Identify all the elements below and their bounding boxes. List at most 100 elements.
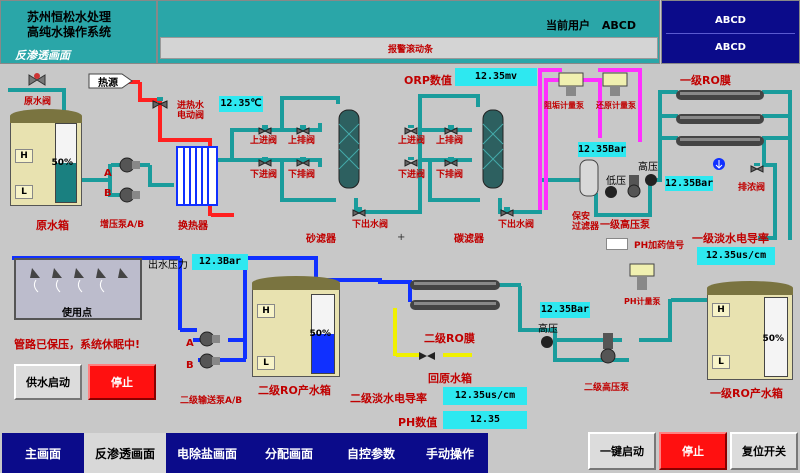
- ro1-membrane-1: [676, 86, 764, 100]
- carbon-up-in-valve-icon[interactable]: [404, 122, 418, 135]
- inlet-electric-valve-label: 进热水 电动阀: [177, 101, 205, 121]
- inlet-electric-valve-icon[interactable]: [152, 96, 168, 110]
- ro2-membrane-label: 二级RO膜: [424, 332, 475, 345]
- ro2-tank-label: 二级RO产水箱: [258, 384, 331, 397]
- booster-b-tag: B: [104, 188, 112, 199]
- reset-button[interactable]: 复位开关: [730, 432, 798, 470]
- nav-manual[interactable]: 手动操作: [412, 433, 488, 473]
- security-filter-vessel: [578, 158, 600, 198]
- ro2-hp-pump-icon[interactable]: [598, 332, 618, 364]
- crosshair-icon: +: [397, 232, 406, 243]
- sand-down-out-valve-icon[interactable]: [296, 154, 310, 167]
- ro1-hp-pump-label: 一级高压泵: [600, 220, 650, 231]
- carbon-down-out-valve-icon[interactable]: [444, 154, 458, 167]
- outlet-pressure-label: 出水压力: [148, 260, 188, 271]
- carbon-up-out-valve-icon[interactable]: [444, 122, 458, 135]
- heat-exchanger: [176, 146, 218, 206]
- raw-tank-level-fill: [56, 163, 76, 202]
- ph-dosing-pump-icon[interactable]: [628, 262, 656, 292]
- app-title-line2: 高纯水操作系统: [27, 25, 112, 39]
- ro2-product-tank: H L 50%: [252, 276, 340, 377]
- temp-value: 12.35℃: [219, 96, 263, 112]
- booster-pump-a-icon[interactable]: [118, 156, 140, 174]
- carbon-down-in-valve-icon[interactable]: [404, 154, 418, 167]
- raw-tank-label: 原水箱: [36, 219, 69, 232]
- header-right-panel: ABCD ABCD: [661, 0, 800, 64]
- ro1-conductivity-value: 12.35us/cm: [697, 247, 775, 265]
- nav-distribution[interactable]: 分配画面: [248, 433, 330, 473]
- low-pressure-gauge-icon: [604, 184, 618, 198]
- app-title-panel: 苏州恒松水处理 高纯水操作系统 反渗透画面: [0, 0, 157, 64]
- nav-main[interactable]: 主画面: [2, 433, 84, 473]
- orp-value: 12.35mv: [455, 68, 537, 86]
- use-point-label: 使用点: [62, 308, 92, 319]
- security-filter-pressure: 12.35Bar: [578, 142, 627, 157]
- reducer-pump-label: 还原计量泵: [596, 101, 636, 110]
- high-pressure-label: 高压: [638, 162, 658, 173]
- supply-stop-button[interactable]: 停止: [88, 364, 156, 400]
- ro2-tank-pct: 50%: [309, 329, 331, 339]
- ro2-membrane-1: [410, 276, 500, 290]
- sand-bottom-out-valve-label: 下出水阀: [352, 220, 389, 230]
- current-user-value: ABCD: [601, 19, 636, 32]
- ro2-tank-h: H: [257, 304, 275, 318]
- outlet-pressure-value: 12.3Bar: [192, 254, 248, 270]
- high-pressure-2-label: 高压: [538, 324, 558, 335]
- ph-value-label: PH数值: [398, 416, 438, 429]
- carbon-up-out-valve-label: 上排阀: [436, 136, 464, 146]
- heat-source-label: 热源: [98, 78, 118, 89]
- low-pressure-label: 低压: [606, 176, 626, 187]
- drain-valve-label: 排浓阀: [738, 183, 766, 193]
- carbon-filter-label: 碳滤器: [454, 234, 484, 245]
- sand-up-in-valve-icon[interactable]: [258, 122, 272, 135]
- stop-button[interactable]: 停止: [659, 432, 727, 470]
- heat-source-arrow: 热源: [88, 72, 134, 90]
- high-pressure-gauge-icon: [644, 172, 658, 186]
- ro2-b-tag: B: [186, 360, 194, 371]
- sand-up-out-valve-label: 上排阀: [288, 136, 316, 146]
- ro2-tank-level-fill: [312, 334, 334, 373]
- use-point-panel: 使用点: [14, 258, 142, 320]
- heat-exchanger-label: 换热器: [178, 221, 208, 232]
- pipe-raw-in: [8, 88, 66, 114]
- reducer-dosing-pump-icon[interactable]: [600, 70, 630, 98]
- sand-down-in-valve-icon[interactable]: [258, 154, 272, 167]
- drain-valve-icon[interactable]: [750, 160, 764, 173]
- ro2-pump-b-icon[interactable]: [198, 352, 220, 370]
- ro1-tank-label: 一级RO产水箱: [710, 387, 783, 400]
- ro1-tank-h: H: [712, 303, 730, 317]
- ro2-pump-a-icon[interactable]: [198, 330, 220, 348]
- orp-label: ORP数值: [404, 74, 452, 87]
- ro2-conductivity-label: 二级淡水电导率: [350, 392, 427, 405]
- nav-edi[interactable]: 电除盐画面: [166, 433, 248, 473]
- scale-dosing-pump-icon[interactable]: [556, 70, 586, 98]
- raw-tank-l: L: [15, 185, 33, 199]
- ro1-hp-pump-icon[interactable]: [624, 174, 644, 198]
- nav-auto-params[interactable]: 自控参数: [330, 433, 412, 473]
- header-right-bottom: ABCD: [714, 42, 746, 53]
- booster-pump-b-icon[interactable]: [118, 186, 140, 204]
- one-key-start-button[interactable]: 一键启动: [588, 432, 656, 470]
- carbon-filter-vessel: [482, 104, 504, 194]
- carbon-bottom-out-valve-icon[interactable]: [500, 204, 514, 217]
- flow-indicator-icon: [712, 156, 726, 170]
- ro1-tank-level-fill: [765, 337, 787, 376]
- scale-pump-label: 阻垢计量泵: [544, 101, 584, 110]
- sand-bottom-out-valve-icon[interactable]: [352, 204, 366, 217]
- raw-water-tank: H L 50%: [10, 109, 82, 206]
- raw-valve-icon[interactable]: [28, 72, 46, 88]
- app-title-line1: 苏州恒松水处理: [27, 10, 112, 24]
- sand-filter-vessel: [338, 104, 360, 194]
- return-valve-icon[interactable]: [418, 348, 436, 362]
- carbon-up-in-valve-label: 上进阀: [398, 136, 426, 146]
- booster-a-tag: A: [104, 168, 112, 179]
- ph-value: 12.35: [443, 411, 527, 429]
- sand-up-in-valve-label: 上进阀: [250, 136, 278, 146]
- supply-start-button[interactable]: 供水启动: [14, 364, 82, 400]
- page-subtitle: 反渗透画面: [15, 49, 70, 62]
- header-right-top: ABCD: [714, 15, 746, 26]
- current-user-label: 当前用户: [546, 19, 590, 32]
- sand-up-out-valve-icon[interactable]: [296, 122, 310, 135]
- ro1-membrane-3: [676, 132, 764, 146]
- nav-ro[interactable]: 反渗透画面: [84, 433, 166, 473]
